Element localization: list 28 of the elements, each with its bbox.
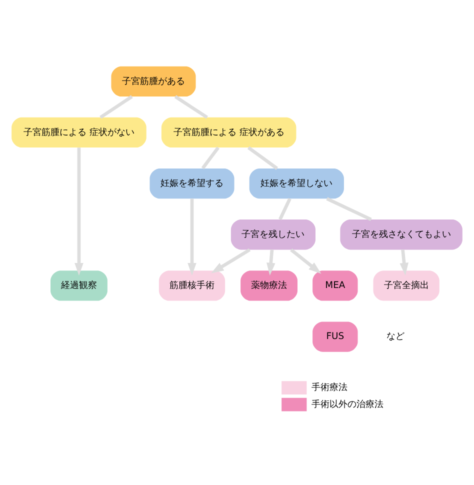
node-box: 子宮全摘出	[373, 270, 440, 300]
node-box: 子宮を残さなくてもよい	[340, 219, 462, 250]
node-box: 薬物療法	[240, 270, 298, 300]
node-box: FUS	[312, 321, 358, 352]
arrow	[211, 248, 251, 273]
connector	[247, 146, 278, 170]
connector	[201, 146, 220, 169]
node-box: 妊娠を希望しない	[249, 168, 344, 198]
arrow	[290, 248, 322, 274]
node-box: 子宮筋腫による 症状がある	[161, 116, 296, 148]
arrow	[74, 147, 84, 276]
node-box: 妊娠を希望する	[150, 168, 234, 198]
legend-label: 手術療法	[312, 382, 348, 393]
legend-label: 手術以外の治療法	[312, 398, 384, 410]
arrow	[188, 198, 196, 276]
node-box: 経過観察	[50, 270, 108, 300]
connector	[278, 197, 292, 220]
connector	[326, 196, 372, 221]
node-box: 子宮筋腫による 症状がない	[12, 116, 146, 148]
arrow	[266, 249, 276, 275]
connector	[100, 94, 133, 118]
node-box: 子宮筋腫がある	[111, 66, 196, 96]
node-label: など	[386, 330, 404, 342]
node-box: 筋腫核手術	[158, 270, 226, 300]
node-box: 子宮を残したい	[230, 219, 316, 250]
node-box: MEA	[312, 270, 358, 300]
arrow	[400, 249, 408, 275]
connector	[174, 94, 208, 118]
